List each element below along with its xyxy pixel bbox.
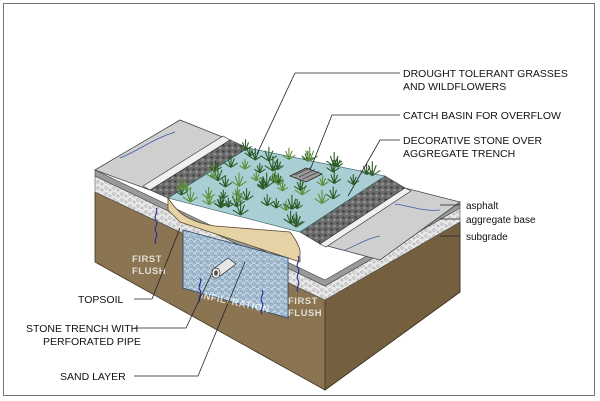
grass-tuft — [359, 163, 374, 176]
grass-tuft — [209, 160, 222, 172]
grass-tuft — [201, 186, 216, 200]
first-flush-left-line1: FIRST — [132, 254, 162, 265]
label-catch-basin: CATCH BASIN FOR OVERFLOW — [403, 110, 561, 122]
leader-lines — [134, 72, 460, 377]
grass-tuft — [239, 159, 251, 170]
label-trench-line1: STONE TRENCH WITH — [26, 323, 138, 335]
grass-tuft — [272, 173, 284, 184]
grass-tuft — [271, 158, 284, 171]
catch-basin-grate — [289, 167, 323, 183]
label-stone-line1: DECORATIVE STONE OVER — [403, 135, 542, 147]
grass-tuft — [277, 181, 289, 192]
grass-tuft — [264, 156, 282, 172]
infiltration-arrows — [154, 207, 300, 315]
label-subgrade: subgrade — [466, 232, 508, 243]
grass-tuft — [254, 162, 266, 174]
grass-tuft — [316, 175, 329, 187]
label-trench-line2: PERFORATED PIPE — [43, 336, 141, 348]
grass-tuft — [232, 200, 249, 216]
grass-tuft — [293, 178, 307, 191]
label-sand-layer: SAND LAYER — [60, 371, 126, 383]
label-aggregate-base: aggregate base — [466, 215, 536, 226]
grass-tuft — [291, 214, 303, 226]
grass-tuft — [244, 147, 256, 157]
grass-tuft — [326, 152, 343, 167]
grass-tuft — [327, 171, 342, 184]
grass-tuft — [232, 186, 243, 197]
grass-tuft — [347, 173, 360, 185]
grass-tuft — [218, 175, 232, 188]
grass-tuft — [239, 188, 254, 201]
grass-tuft — [182, 188, 199, 203]
grass-tuft — [231, 172, 247, 187]
grass-tuft — [260, 194, 274, 207]
label-grasses-line2: AND WILDFLOWERS — [403, 81, 506, 93]
grass-tuft — [204, 163, 222, 179]
perforated-pipe — [211, 257, 237, 279]
grass-tuft — [248, 148, 263, 161]
grass-tuft — [270, 198, 282, 209]
grass-tuft — [301, 146, 318, 162]
grass-tuft — [268, 170, 282, 182]
grass-tuft — [173, 176, 189, 191]
grass-tuft — [364, 161, 381, 177]
grass-tuft — [282, 147, 296, 160]
grass-tuft — [258, 172, 275, 188]
topsoil-section — [167, 196, 301, 263]
label-grasses-line1: DROUGHT TOLERANT GRASSES — [403, 68, 568, 80]
grass-tuft — [224, 155, 238, 168]
label-stone-line2: AGGREGATE TRENCH — [403, 148, 515, 160]
left-curb — [142, 135, 231, 191]
grass-tuft — [260, 146, 277, 162]
right-curb — [319, 187, 412, 248]
first-flush-left-line2: FLUSH — [132, 266, 166, 277]
label-topsoil: TOPSOIL — [78, 294, 123, 306]
grass-tufts — [173, 139, 381, 228]
grass-tuft — [331, 157, 344, 168]
first-flush-right-line1: FIRST — [288, 296, 318, 307]
grass-tuft — [291, 198, 303, 210]
grass-tuft — [283, 194, 301, 210]
grass-tuft — [314, 189, 330, 204]
grass-tuft — [231, 189, 246, 203]
grass-tuft — [256, 178, 268, 188]
grass-tuft — [218, 189, 229, 200]
grass-tuft — [202, 192, 216, 206]
label-asphalt: asphalt — [466, 201, 498, 212]
grass-tuft — [214, 195, 228, 209]
grass-tuft — [283, 210, 298, 224]
grass-tuft — [250, 170, 262, 182]
grass-tuft — [209, 165, 227, 182]
grass-tuft — [239, 139, 252, 151]
swale-basin — [167, 147, 386, 233]
first-flush-right-line2: FLUSH — [288, 308, 322, 319]
grass-tuft — [326, 186, 341, 200]
